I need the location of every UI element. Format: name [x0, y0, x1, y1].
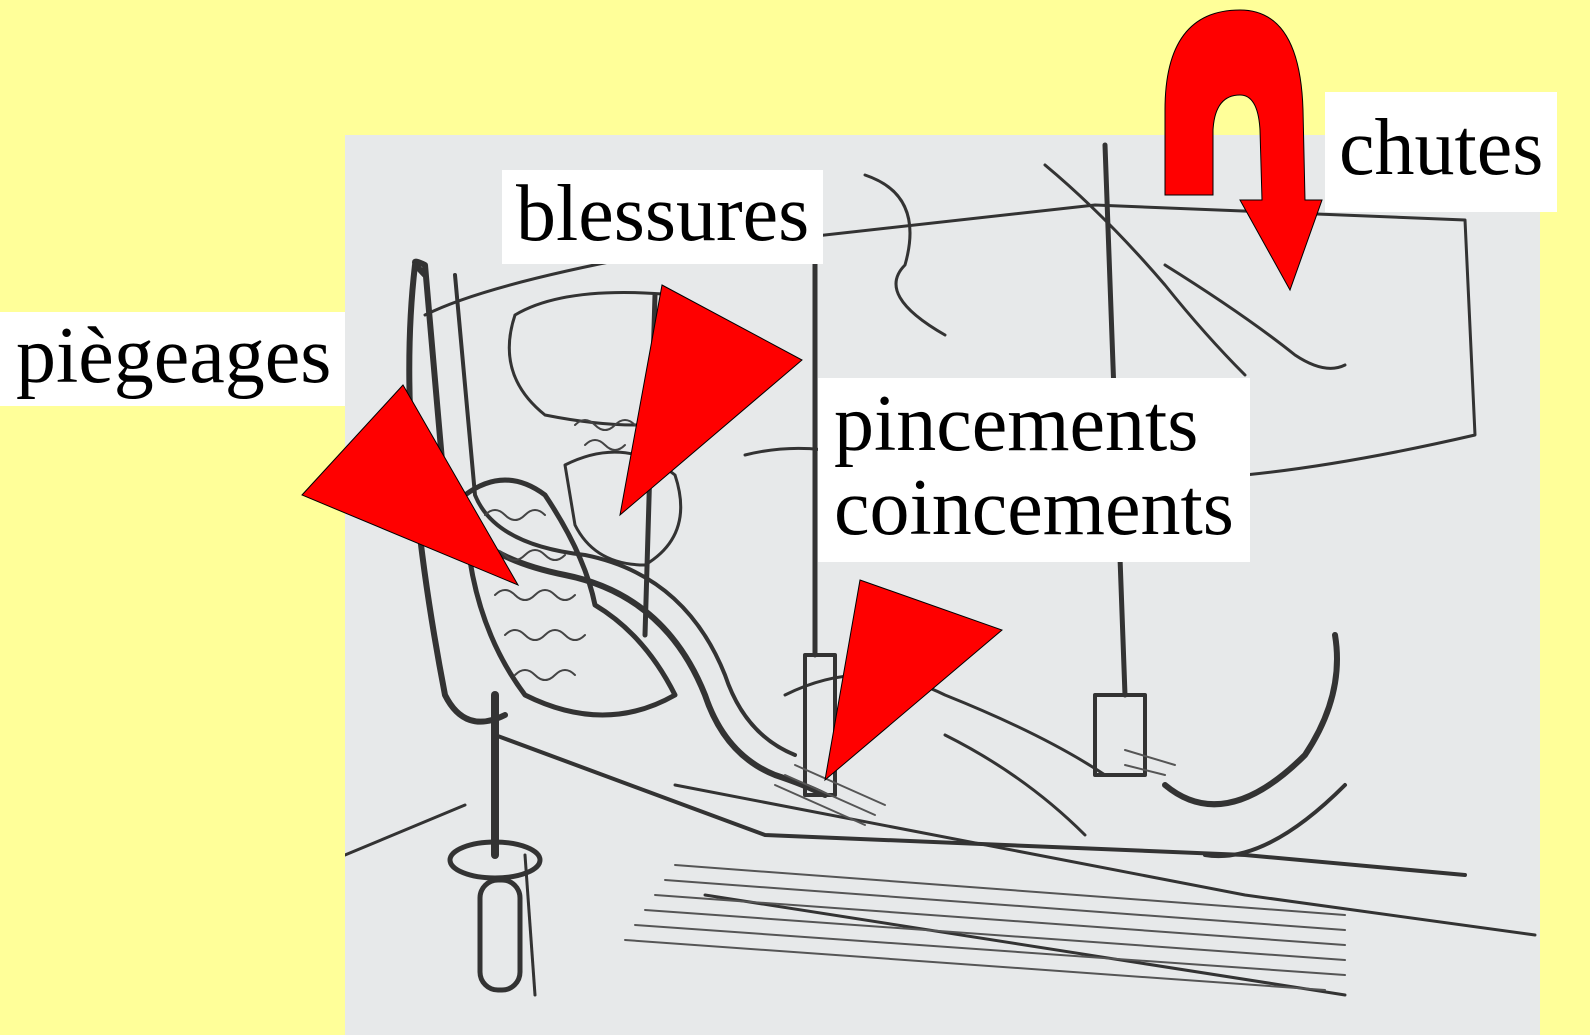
- pincements-text: pincements: [834, 382, 1234, 466]
- pillow: [509, 293, 710, 426]
- floor-line: [345, 805, 465, 855]
- head-rail: [409, 265, 505, 722]
- pincements-coincements-label: pincements coincements: [818, 378, 1250, 562]
- coincements-text: coincements: [834, 466, 1234, 550]
- piegeages-label: piègeages: [0, 312, 345, 406]
- wall-line: [525, 855, 535, 995]
- foot-rail: [1165, 635, 1337, 804]
- patient-head: [565, 452, 681, 565]
- caster-wheel: [480, 880, 520, 990]
- blessures-label: blessures: [502, 170, 823, 264]
- floor-edge: [705, 895, 1345, 995]
- bed-frame: [495, 735, 1465, 875]
- bed-rail-sketch: [345, 135, 1540, 1035]
- chutes-label: chutes: [1325, 92, 1557, 212]
- floor-shadow: [625, 750, 1345, 990]
